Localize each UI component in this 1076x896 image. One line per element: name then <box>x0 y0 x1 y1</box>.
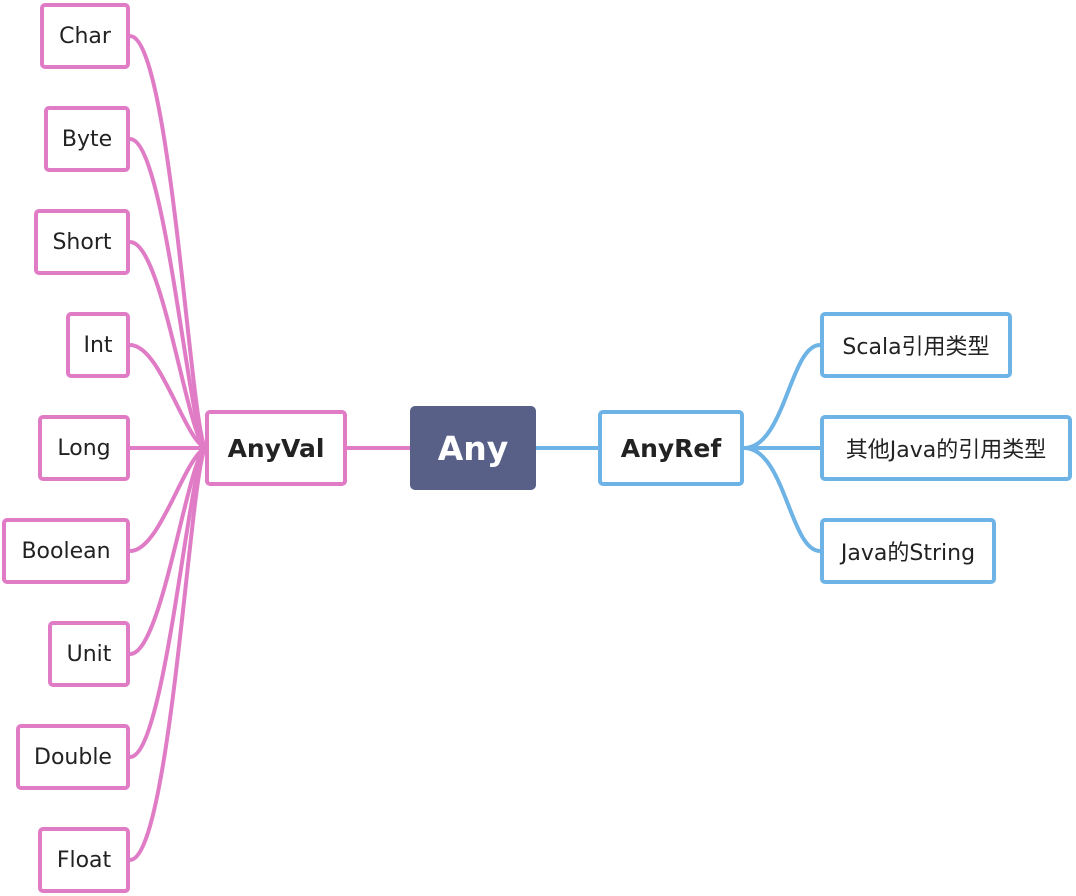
node-boolean-label: Boolean <box>21 538 111 564</box>
edge-anyval-double <box>128 446 207 759</box>
edge-anyval-short <box>128 240 207 450</box>
node-int-label: Int <box>83 332 113 358</box>
edge-anyval-int <box>128 343 207 450</box>
node-byte[interactable]: Byte <box>44 106 130 172</box>
node-double-label: Double <box>34 744 112 770</box>
node-anyref-label: AnyRef <box>620 433 722 463</box>
node-scala-ref-types-label: Scala引用类型 <box>842 335 990 360</box>
node-boolean[interactable]: Boolean <box>2 518 130 584</box>
node-anyval[interactable]: AnyVal <box>205 410 347 486</box>
node-float-label: Float <box>56 847 112 873</box>
edge-anyval-float <box>128 446 207 862</box>
edge-anyref-scala <box>742 343 822 450</box>
node-other-java-ref-types-label: 其他Java的引用类型 <box>845 438 1047 463</box>
node-int[interactable]: Int <box>66 312 130 378</box>
node-short[interactable]: Short <box>34 209 130 275</box>
node-unit-label: Unit <box>66 641 112 667</box>
node-char[interactable]: Char <box>40 3 130 69</box>
node-long-label: Long <box>57 435 111 461</box>
node-anyval-label: AnyVal <box>227 433 325 463</box>
node-double[interactable]: Double <box>16 724 130 790</box>
edge-anyval-char <box>128 34 207 450</box>
node-scala-ref-types[interactable]: Scala引用类型 <box>820 312 1012 378</box>
node-char-label: Char <box>59 23 111 49</box>
node-any[interactable]: Any <box>410 406 536 490</box>
node-any-label: Any <box>437 428 509 468</box>
node-java-string[interactable]: Java的String <box>820 518 996 584</box>
node-java-string-label: Java的String <box>840 541 976 566</box>
node-long[interactable]: Long <box>38 415 130 481</box>
edge-anyref-string <box>742 446 822 553</box>
node-short-label: Short <box>52 229 112 255</box>
node-unit[interactable]: Unit <box>48 621 130 687</box>
edge-anyval-byte <box>128 137 207 450</box>
node-float[interactable]: Float <box>38 827 130 893</box>
node-byte-label: Byte <box>61 126 113 152</box>
edge-anyval-unit <box>128 446 207 656</box>
node-anyref[interactable]: AnyRef <box>598 410 744 486</box>
edge-anyval-boolean <box>128 446 207 553</box>
node-other-java-ref-types[interactable]: 其他Java的引用类型 <box>820 415 1072 481</box>
